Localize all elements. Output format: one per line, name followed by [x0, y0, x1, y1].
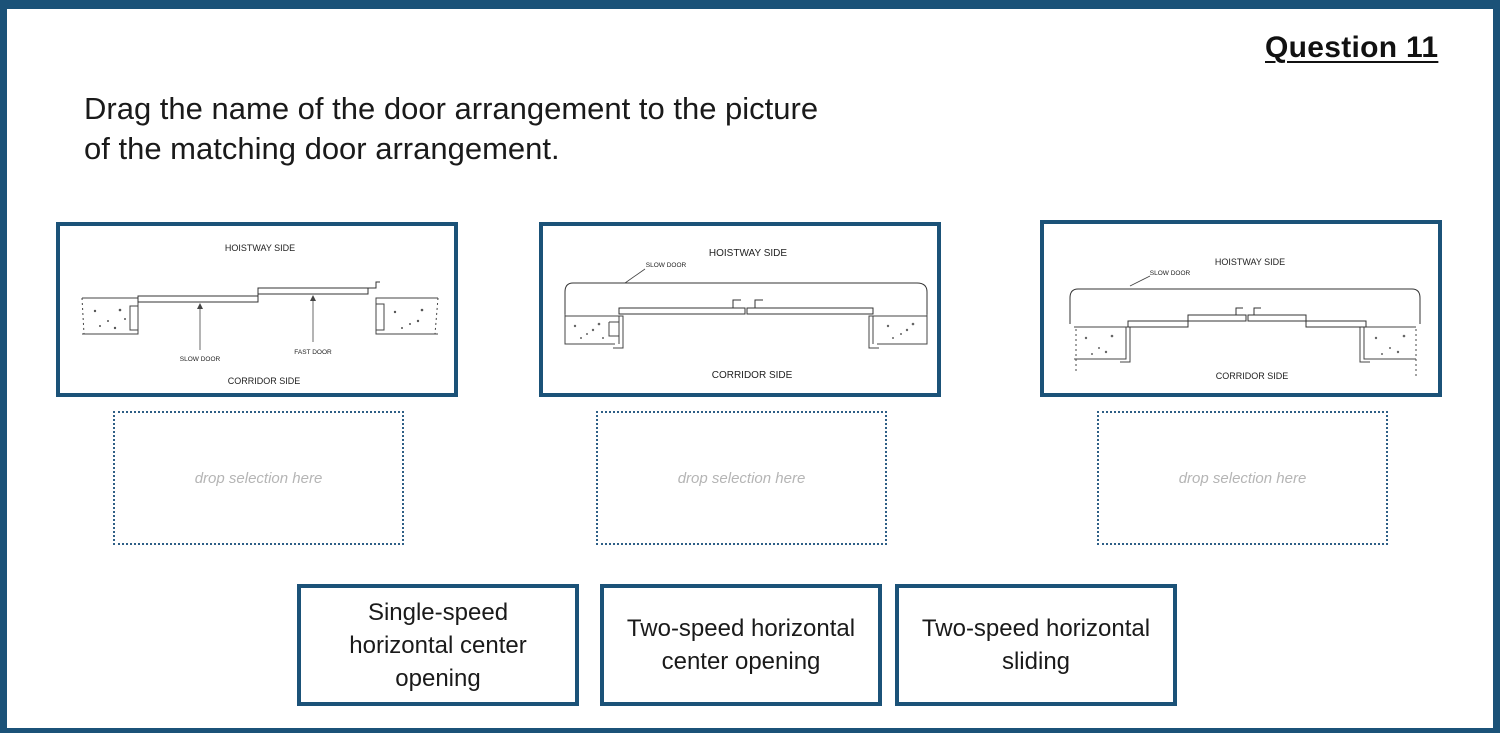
drop-zone-placeholder: drop selection here: [1178, 469, 1307, 487]
choice-two-speed-sliding[interactable]: Two-speed horizontal sliding: [895, 584, 1177, 706]
door-diagram-1: HOISTWAY SIDE: [56, 222, 458, 397]
slow-door-label: SLOW DOOR: [180, 356, 221, 363]
door-diagram-3-drawing: HOISTWAY SIDE SLOW DOOR: [1069, 257, 1421, 381]
drop-zone-placeholder: drop selection here: [677, 469, 806, 487]
drop-zone-2[interactable]: drop selection here: [596, 411, 887, 545]
slow-door-label: SLOW DOOR: [1150, 270, 1191, 277]
door-diagram-1-drawing: HOISTWAY SIDE: [81, 243, 439, 386]
choice-label: Two-speed horizontal center opening: [626, 615, 856, 675]
choice-two-speed-center-opening[interactable]: Two-speed horizontal center opening: [600, 584, 882, 706]
corridor-side-label: CORRIDOR SIDE: [1216, 371, 1289, 381]
choice-label: Single-speed horizontal center opening: [349, 598, 527, 692]
slow-door-label: SLOW DOOR: [646, 262, 687, 269]
door-diagram-2: HOISTWAY SIDE SLOW DOOR: [539, 222, 941, 397]
hoistway-side-label: HOISTWAY SIDE: [225, 243, 295, 253]
question-prompt: Drag the name of the door arrangement to…: [84, 91, 819, 166]
drop-zone-1[interactable]: drop selection here: [113, 411, 404, 545]
choice-label: Two-speed horizontal sliding: [921, 615, 1151, 675]
hoistway-side-label: HOISTWAY SIDE: [709, 248, 787, 259]
choice-single-speed-center-opening[interactable]: Single-speed horizontal center opening: [297, 584, 579, 706]
fast-door-label: FAST DOOR: [294, 349, 332, 356]
door-diagram-3: HOISTWAY SIDE SLOW DOOR: [1040, 220, 1442, 397]
hoistway-side-label: HOISTWAY SIDE: [1215, 257, 1285, 267]
drop-zone-3[interactable]: drop selection here: [1097, 411, 1388, 545]
drop-zone-placeholder: drop selection here: [194, 469, 323, 487]
door-diagram-2-drawing: HOISTWAY SIDE SLOW DOOR: [564, 248, 928, 381]
corridor-side-label: CORRIDOR SIDE: [712, 370, 793, 381]
question-title: Question 11: [1265, 31, 1439, 64]
corridor-side-label: CORRIDOR SIDE: [228, 376, 301, 386]
